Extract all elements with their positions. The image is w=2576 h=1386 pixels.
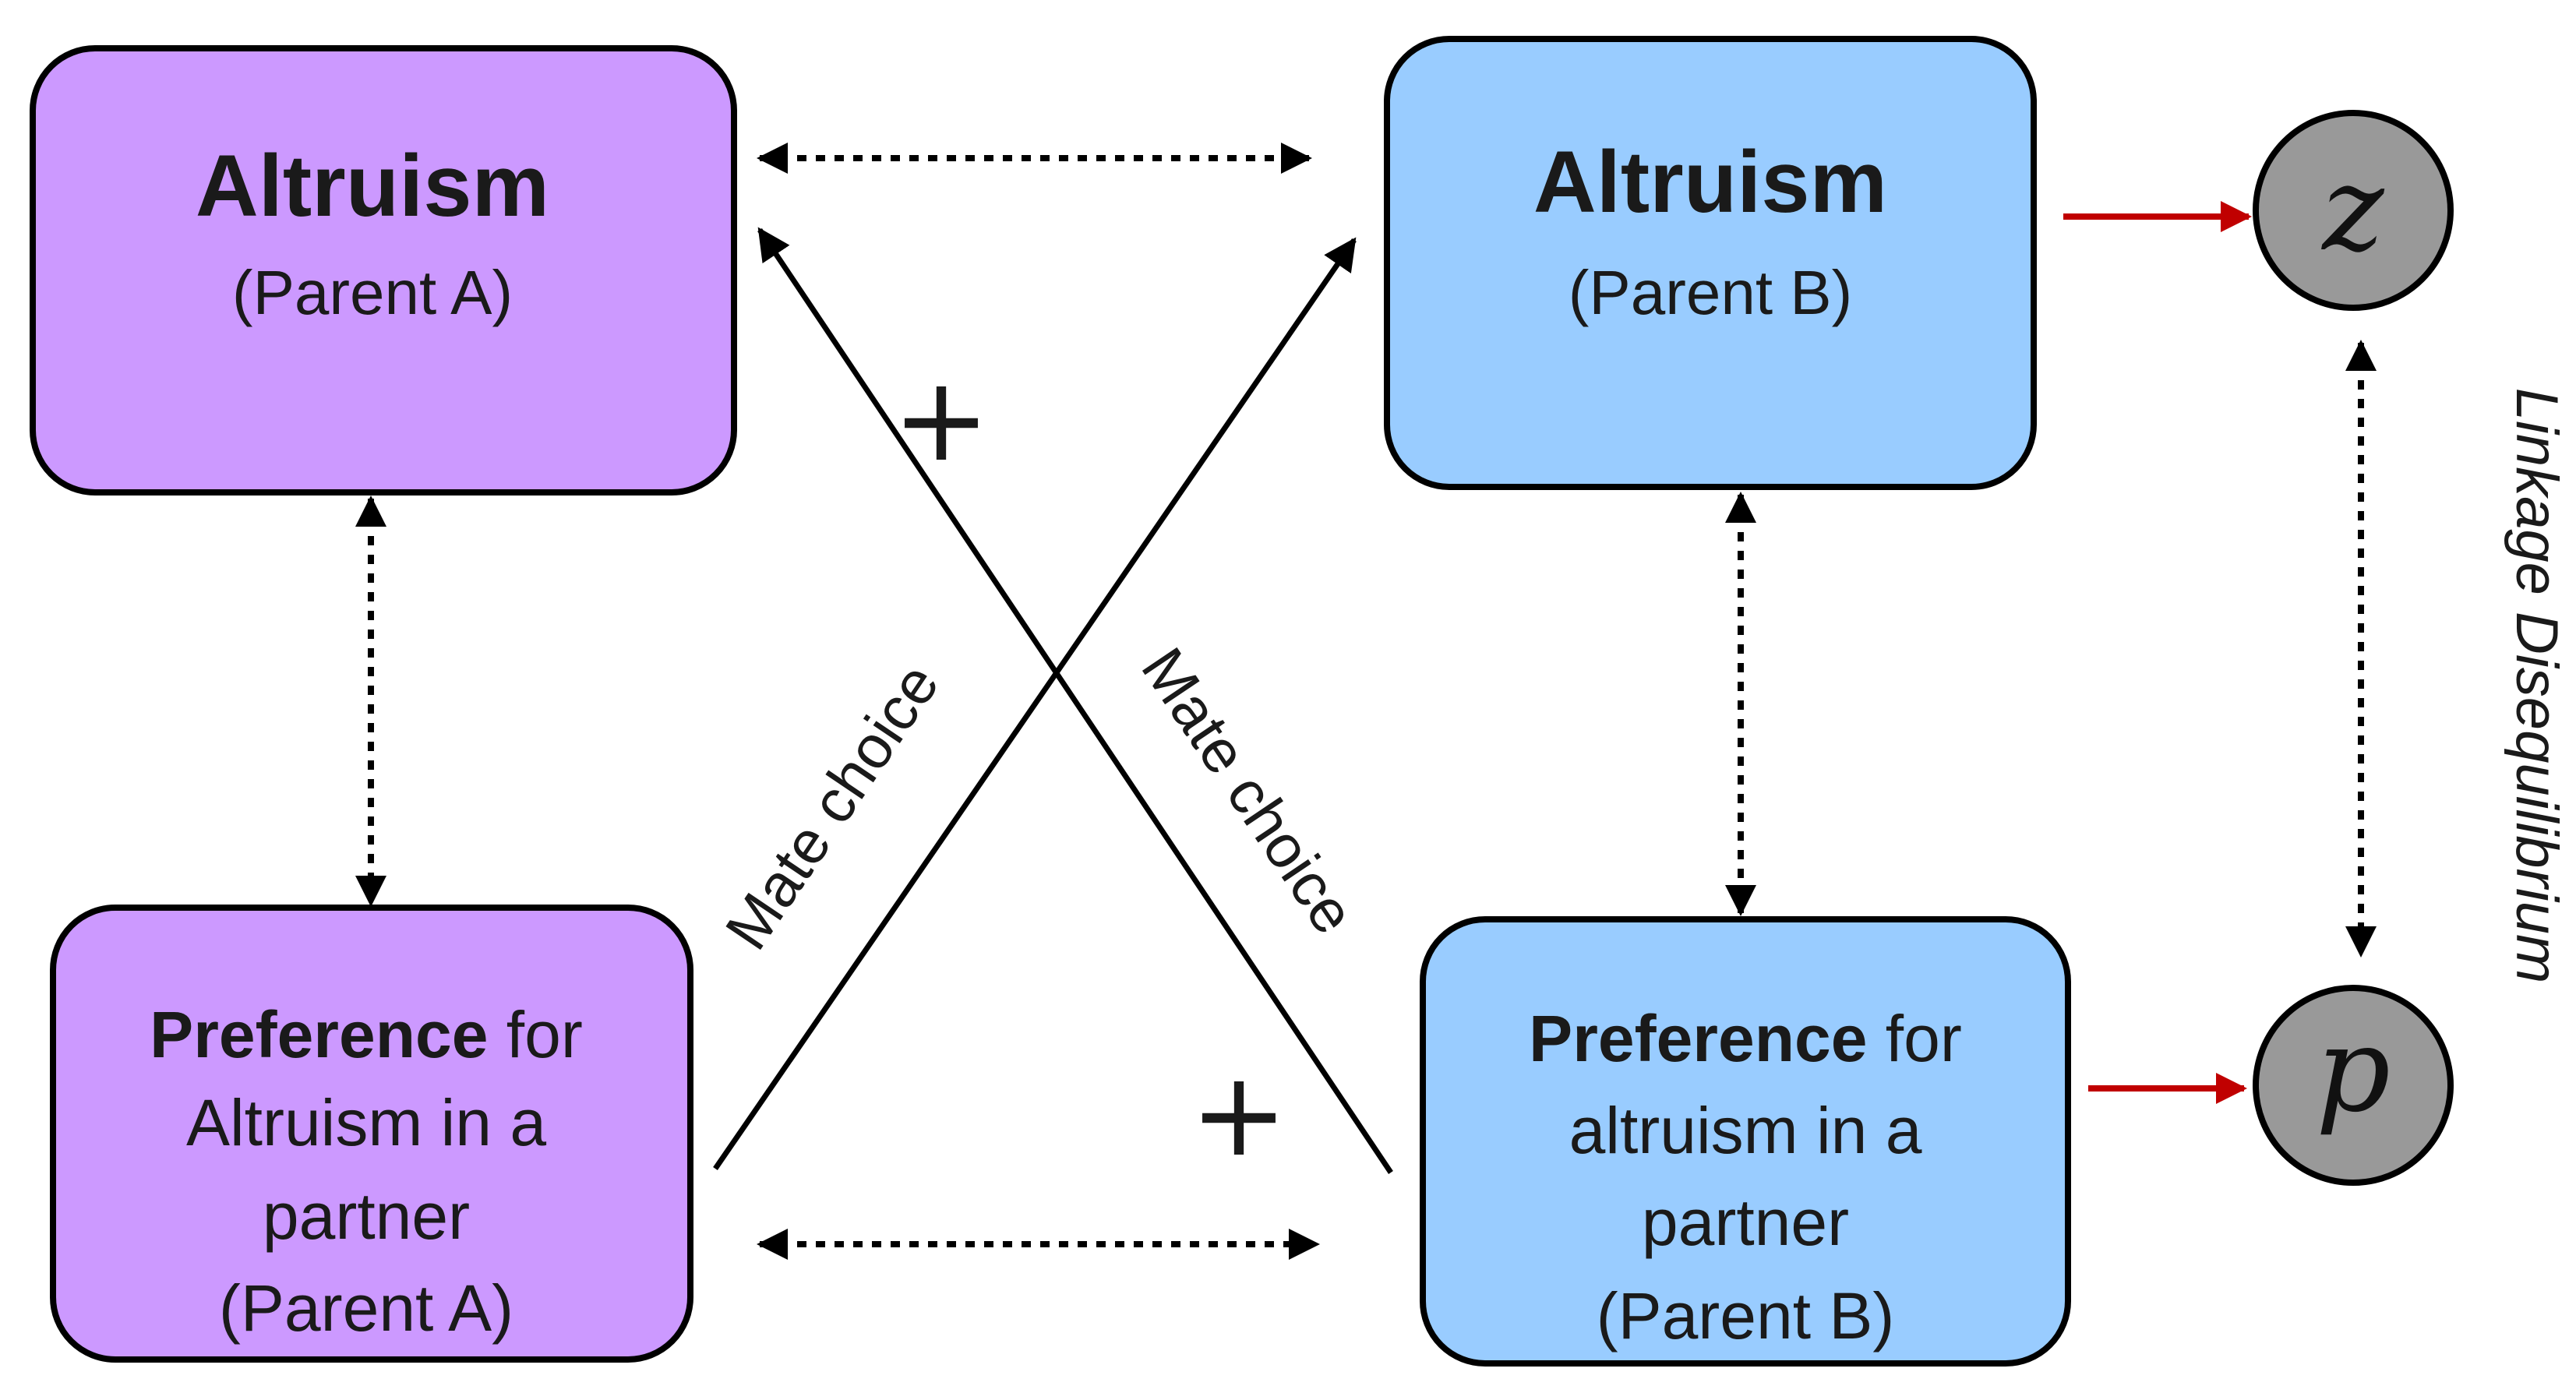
mate-choice-arrow-b-to-a	[757, 227, 1393, 1174]
node-z-label: z	[2320, 142, 2384, 277]
preference-parent-a-for: for	[488, 998, 582, 1071]
preference-parent-a-bold: Preference	[150, 998, 488, 1071]
mate-choice-label-right: Mate choice	[1128, 636, 1368, 946]
preference-parent-b-line3: partner	[1642, 1186, 1849, 1259]
altruism-parent-b-title: Altruism	[1533, 133, 1887, 231]
node-z-circle	[2253, 110, 2454, 311]
preference-parent-a-line3: partner	[263, 1180, 470, 1253]
preference-parent-a-box: Preference for Altruism in a partner (Pa…	[50, 905, 693, 1363]
linkage-disequilibrium-label: Linkage Disequilibrium	[2504, 388, 2570, 984]
preference-parent-a-rect	[50, 905, 693, 1363]
preference-parent-a-line4: (Parent A)	[219, 1271, 513, 1345]
node-p-label: p	[2316, 1003, 2391, 1138]
altruism-parent-a-rect	[30, 45, 737, 496]
plus-sign-top: +	[892, 352, 990, 488]
preference-parent-b-line4: (Parent B)	[1597, 1279, 1895, 1352]
preference-parent-b-rect	[1420, 916, 2071, 1367]
altruism-parent-a-subtitle: (Parent A)	[232, 258, 513, 327]
preference-parent-b-box: Preference for altruism in a partner (Pa…	[1420, 916, 2071, 1367]
mate-choice-label-left: Mate choice	[712, 651, 952, 961]
preference-parent-b-line1: Preference for	[1529, 1002, 1962, 1075]
altruism-parent-b-box: Altruism (Parent B)	[1384, 36, 2037, 490]
node-p: p	[2253, 985, 2454, 1186]
preference-parent-a-line1: Preference for	[150, 998, 583, 1071]
altruism-parent-b-rect	[1384, 36, 2037, 490]
preference-parent-b-bold: Preference	[1529, 1002, 1867, 1075]
mate-choice-arrow-a-to-b	[713, 237, 1357, 1170]
preference-parent-a-line2: Altruism in a	[186, 1086, 546, 1159]
altruism-parent-a-title: Altruism	[196, 137, 549, 235]
node-p-circle	[2253, 985, 2454, 1186]
altruism-parent-b-subtitle: (Parent B)	[1569, 258, 1853, 327]
plus-sign-bottom: +	[1190, 1047, 1288, 1183]
node-z: z	[2253, 110, 2454, 311]
preference-parent-b-for: for	[1867, 1002, 1961, 1075]
preference-parent-b-line2: altruism in a	[1569, 1094, 1922, 1167]
altruism-parent-a-box: Altruism (Parent A)	[30, 45, 737, 496]
